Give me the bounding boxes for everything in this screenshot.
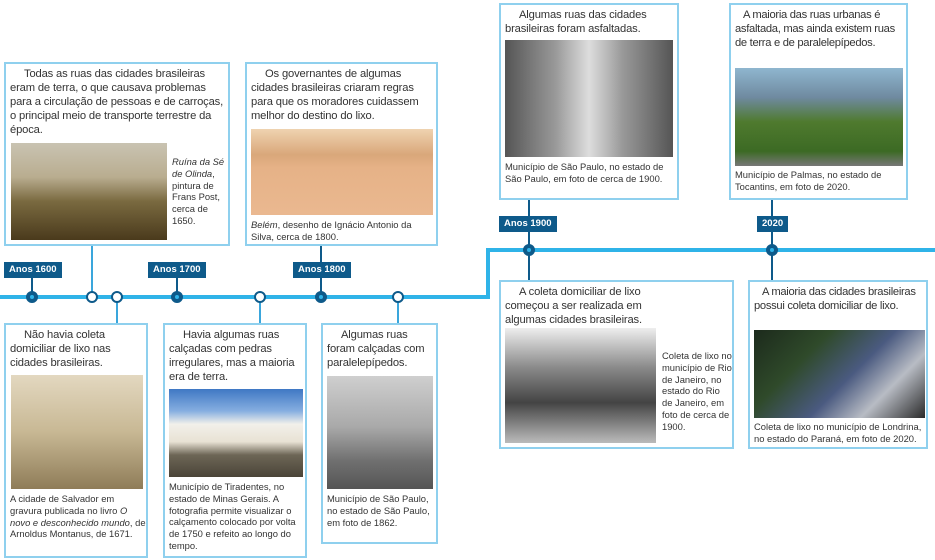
timeline-node bbox=[86, 291, 98, 303]
event-text: A coleta domiciliar de lixo começou a se… bbox=[505, 286, 642, 326]
image-caption: Coleta de lixo no município de Rio de Ja… bbox=[662, 350, 732, 432]
event-box-asphalt: Algumas ruas das cidades brasileiras for… bbox=[499, 3, 679, 200]
stem bbox=[176, 278, 178, 297]
timeline-node-1700 bbox=[171, 291, 183, 303]
event-box-asphalt-2020: A maioria das ruas urbanas é asfaltada, … bbox=[729, 3, 908, 200]
event-text: A maioria das cidades brasileiras possui… bbox=[754, 286, 916, 312]
timeline-node bbox=[254, 291, 266, 303]
event-text: Não havia coleta domiciliar de lixo nas … bbox=[10, 329, 111, 369]
timeline-line-upper bbox=[486, 248, 935, 252]
event-box-collection-begins: A coleta domiciliar de lixo começou a se… bbox=[499, 280, 734, 449]
event-text: Algumas ruas das cidades brasileiras for… bbox=[505, 9, 647, 35]
event-box-garbage-rules: Os governantes de algumas cidades brasil… bbox=[245, 62, 438, 246]
label-anos-1900: Anos 1900 bbox=[499, 216, 557, 232]
engraving-salvador bbox=[11, 375, 143, 489]
photo-tiradentes bbox=[169, 389, 303, 477]
timeline-node-1900 bbox=[523, 244, 535, 256]
stem bbox=[116, 297, 118, 323]
label-2020: 2020 bbox=[757, 216, 789, 232]
image-caption: Município de São Paulo, no estado de São… bbox=[327, 493, 430, 528]
timeline-node-1800 bbox=[315, 291, 327, 303]
timeline-node-2020 bbox=[766, 244, 778, 256]
label-anos-1600: Anos 1600 bbox=[4, 262, 62, 278]
image-caption: Coleta de lixo no município de Londrina,… bbox=[754, 421, 922, 444]
caption-text: , pintura de Frans Post, cerca de 1650. bbox=[172, 167, 220, 226]
timeline-node bbox=[392, 291, 404, 303]
stem bbox=[91, 245, 93, 297]
label-anos-1700: Anos 1700 bbox=[148, 262, 206, 278]
photo-sao-paulo-1900 bbox=[505, 40, 673, 157]
photo-sao-paulo-1862 bbox=[327, 376, 433, 489]
caption-title: O novo e desconhecido mundo bbox=[10, 504, 130, 528]
painting-ruina-se-olinda bbox=[11, 143, 167, 240]
event-box-no-garbage-collection: Não havia coleta domiciliar de lixo nas … bbox=[4, 323, 148, 558]
image-caption: Município de São Paulo, no estado de São… bbox=[505, 161, 664, 184]
label-anos-1800: Anos 1800 bbox=[293, 262, 351, 278]
caption-title: Ruína da Sé de Olinda bbox=[172, 156, 225, 179]
timeline-node-1600 bbox=[26, 291, 38, 303]
caption-text: , desenho de Ignácio Antonio da Silva, c… bbox=[251, 219, 412, 242]
caption-text: A cidade de Salvador em gravura publicad… bbox=[10, 493, 120, 516]
stem bbox=[771, 199, 773, 280]
timeline-node bbox=[111, 291, 123, 303]
timeline-line-step bbox=[486, 248, 490, 299]
event-box-paving-stones: Algumas ruas foram calçadas com paralele… bbox=[321, 323, 438, 544]
caption-title: Belém bbox=[251, 219, 278, 230]
image-caption: Belém, desenho de Ignácio Antonio da Sil… bbox=[251, 219, 435, 243]
event-box-stone-streets: Havia algumas ruas calçadas com pedras i… bbox=[163, 323, 307, 558]
caption-text: , de Arnoldus Montanus, de 1671. bbox=[10, 516, 146, 540]
event-box-collection-2020: A maioria das cidades brasileiras possui… bbox=[748, 280, 928, 449]
event-box-streets-dirt: Todas as ruas das cidades brasileiras er… bbox=[4, 62, 230, 246]
image-caption: Município de Tiradentes, no estado de Mi… bbox=[169, 481, 296, 551]
image-caption: Município de Palmas, no estado de Tocant… bbox=[735, 169, 882, 192]
photo-garbage-cart-rio bbox=[505, 328, 656, 443]
stem bbox=[397, 297, 399, 323]
image-caption: Ruína da Sé de Olinda, pintura de Frans … bbox=[172, 156, 230, 227]
event-text: Todas as ruas das cidades brasileiras er… bbox=[10, 68, 224, 136]
stem bbox=[528, 199, 530, 280]
timeline-line-lower bbox=[0, 295, 490, 299]
image-caption: A cidade de Salvador em gravura publicad… bbox=[10, 493, 146, 540]
event-text: Algumas ruas foram calçadas com paralele… bbox=[327, 329, 425, 369]
event-text: Havia algumas ruas calçadas com pedras i… bbox=[169, 329, 295, 383]
stem bbox=[259, 297, 261, 323]
photo-garbage-truck-londrina bbox=[754, 330, 925, 418]
drawing-belem bbox=[251, 129, 433, 215]
event-text: A maioria das ruas urbanas é asfaltada, … bbox=[735, 9, 895, 49]
event-text: Os governantes de algumas cidades brasil… bbox=[251, 68, 419, 122]
stem bbox=[31, 278, 33, 297]
photo-palmas-2020 bbox=[735, 68, 903, 166]
